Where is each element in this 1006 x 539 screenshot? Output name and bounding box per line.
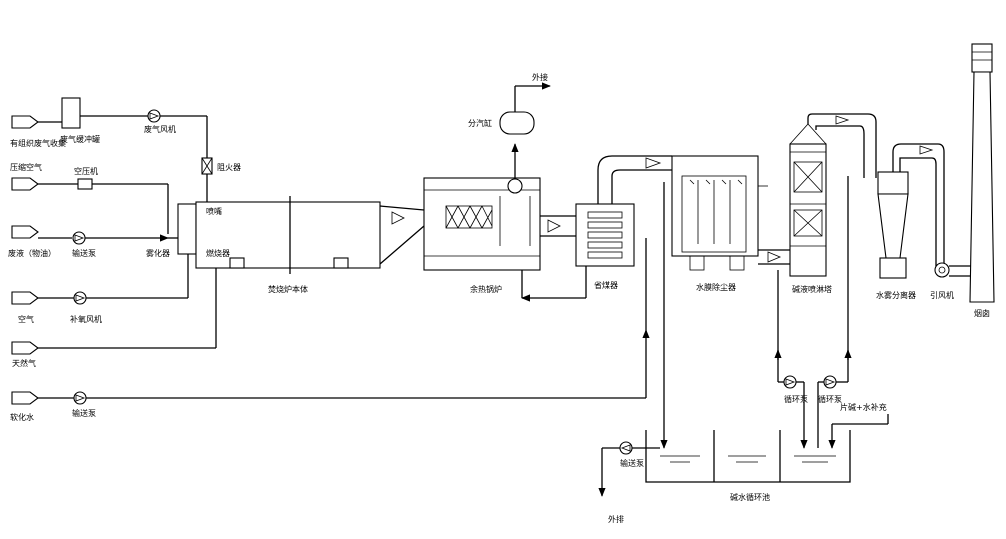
gas-buffer-tank bbox=[61, 97, 81, 129]
burner-label: 燃烧器 bbox=[206, 248, 230, 258]
alkali-supply-label: 片碱+水补充 bbox=[840, 402, 887, 412]
rotary-furnace-body bbox=[195, 201, 381, 269]
gas-fan-label: 废气风机 bbox=[144, 124, 176, 134]
compressed-air-label: 压缩空气 bbox=[10, 162, 42, 172]
feed-pump-3-label: 输送泵 bbox=[620, 458, 644, 468]
circulation-tank-label: 碱水循环池 bbox=[730, 492, 770, 502]
input-tag-natural-gas: 天然气 bbox=[11, 341, 39, 368]
supplementary-fan-icon bbox=[73, 291, 87, 305]
rotary-furnace-label: 焚烧炉本体 bbox=[268, 284, 308, 294]
input-tag-organic-gas: 有组织废气收集 bbox=[10, 115, 66, 148]
feed-pump-1-label: 输送泵 bbox=[72, 248, 96, 258]
circulation-pump-2-label: 循环泵 bbox=[818, 394, 842, 404]
circulation-pump-2-icon bbox=[823, 375, 837, 389]
economizer bbox=[575, 203, 635, 267]
softened-water-label: 软化水 bbox=[10, 412, 34, 422]
economizer-coils bbox=[587, 211, 623, 259]
export-top-label: 外接 bbox=[532, 72, 548, 82]
steam-drum-label: 分汽缸 bbox=[468, 118, 492, 128]
organic-gas-label: 有组织废气收集 bbox=[10, 138, 66, 148]
feed-pump-2-icon bbox=[73, 391, 87, 405]
supplementary-fan-label: 补氧风机 bbox=[70, 314, 102, 324]
feed-pump-1-icon bbox=[72, 231, 86, 245]
waste-heat-boiler bbox=[423, 177, 541, 271]
gas-buffer-tank-label: 废气缓冲罐 bbox=[60, 134, 100, 144]
natural-gas-label: 天然气 bbox=[12, 358, 36, 368]
mist-separator bbox=[877, 171, 909, 195]
input-tag-compressed-air: 压缩空气 bbox=[10, 162, 42, 191]
input-tag-softened-water: 软化水 bbox=[10, 391, 39, 422]
feed-pump-2-label: 输送泵 bbox=[72, 408, 96, 418]
boiler-tube-bank bbox=[445, 205, 493, 229]
circulation-pump-1-icon bbox=[783, 375, 797, 389]
mist-separator-label: 水雾分离器 bbox=[876, 290, 916, 300]
export-bottom-label: 外排 bbox=[608, 514, 624, 524]
steam-drum bbox=[499, 111, 535, 135]
alkali-tower-label: 碱液喷淋塔 bbox=[792, 284, 832, 294]
induced-fan-label: 引风机 bbox=[930, 290, 954, 300]
input-tag-waste-liquid: 废液（物油） bbox=[8, 225, 56, 258]
atomizer-label: 雾化器 bbox=[146, 248, 170, 258]
waste-heat-boiler-label: 余热锅炉 bbox=[470, 284, 502, 294]
flame-arrester-label: 阻火器 bbox=[217, 163, 241, 172]
economizer-label: 省煤器 bbox=[594, 280, 618, 290]
chimney-label: 烟囱 bbox=[974, 308, 990, 318]
induced-fan-icon bbox=[934, 262, 950, 278]
chimney bbox=[969, 43, 995, 303]
input-tag-air: 空气 bbox=[11, 291, 39, 324]
air-label: 空气 bbox=[18, 314, 34, 324]
waste-liquid-label: 废液（物油） bbox=[8, 248, 56, 258]
flame-arrester-icon bbox=[201, 157, 213, 175]
circulation-pump-1-label: 循环泵 bbox=[784, 394, 808, 404]
circulation-tank bbox=[645, 430, 851, 483]
gas-fan-icon bbox=[147, 109, 161, 123]
air-compressor bbox=[77, 178, 93, 190]
wet-dust-collector-label: 水膜除尘器 bbox=[696, 282, 736, 292]
wet-dust-collector bbox=[671, 155, 759, 257]
atomizer-block bbox=[177, 203, 197, 255]
feed-pump-3-icon bbox=[619, 441, 633, 455]
nozzle-label: 喷嘴 bbox=[206, 206, 222, 216]
air-compressor-label: 空压机 bbox=[74, 166, 98, 176]
